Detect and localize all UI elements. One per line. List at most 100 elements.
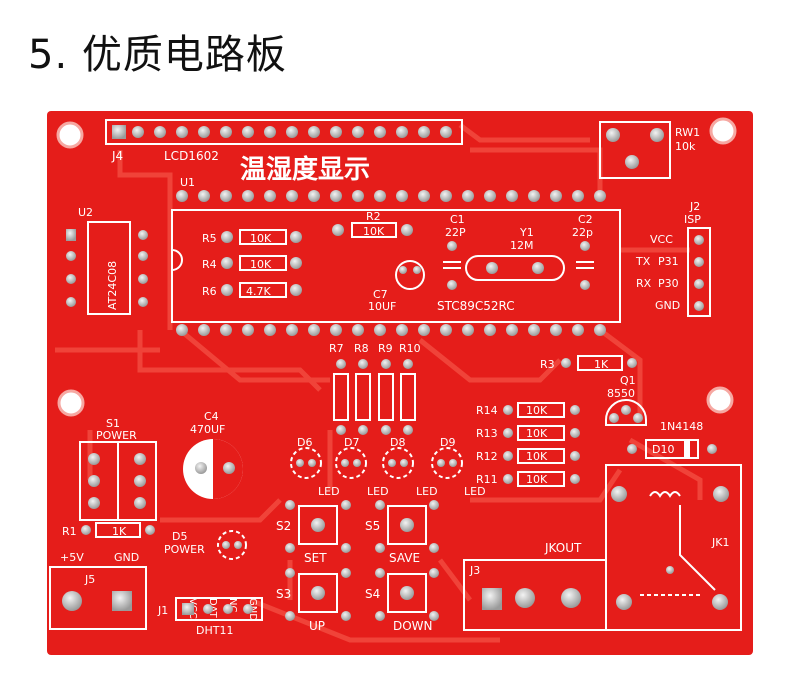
isp-header	[687, 227, 711, 317]
relay-jk1	[605, 464, 742, 631]
label-q1: Q1	[620, 374, 636, 387]
lcd-header	[105, 119, 463, 145]
crystal-and-caps	[443, 241, 594, 290]
value-r2: 10K	[363, 225, 385, 238]
label-power: POWER	[96, 429, 137, 442]
label-j5: J5	[84, 573, 95, 586]
label-power-gnd: GND	[114, 551, 139, 564]
label-r10: R10	[399, 342, 421, 355]
resistor-r3	[561, 355, 637, 371]
label-led-1: LED	[318, 485, 340, 498]
label-r4: R4	[202, 258, 217, 271]
resistor-array-r11-r14	[503, 402, 580, 487]
value-y1: 12M	[510, 239, 534, 252]
label-r6: R6	[202, 285, 217, 298]
label-p31: P31	[658, 255, 679, 268]
label-tx: TX	[635, 255, 651, 268]
label-r1: R1	[62, 525, 77, 538]
label-down: DOWN	[393, 619, 433, 633]
resistor-bodies-left	[239, 222, 397, 298]
resistor-pads-left	[221, 224, 413, 296]
value-r14: 10K	[526, 404, 548, 417]
value-c1: 22P	[445, 226, 466, 239]
copper-traces	[55, 123, 703, 643]
label-j4: J4	[111, 149, 123, 163]
label-5v: +5V	[60, 551, 84, 564]
resistor-r1	[81, 522, 155, 538]
label-y1: Y1	[519, 226, 534, 239]
value-r3: 1K	[594, 358, 609, 371]
label-led-3: LED	[416, 485, 438, 498]
label-led-2: LED	[367, 485, 389, 498]
label-jkout: JKOUT	[544, 541, 582, 555]
label-c1: C1	[450, 213, 465, 226]
label-u1: U1	[180, 176, 195, 189]
label-s4: S4	[365, 587, 380, 601]
label-rw1: RW1	[675, 126, 700, 139]
eeprom-u2	[66, 221, 148, 315]
label-rw1-value: 10k	[675, 140, 696, 153]
label-c7: C7	[373, 288, 388, 301]
label-s3: S3	[276, 587, 291, 601]
label-d6: D6	[297, 436, 312, 449]
label-isp: ISP	[684, 213, 701, 226]
value-c7: 10UF	[368, 300, 396, 313]
capacitor-c7	[395, 260, 425, 290]
transistor-q1	[605, 399, 647, 426]
value-r12: 10K	[526, 450, 548, 463]
label-d8: D8	[390, 436, 405, 449]
value-c2: 22p	[572, 226, 593, 239]
board-title: 温湿度显示	[240, 154, 370, 185]
value-r5: 10K	[250, 232, 272, 245]
label-up: UP	[309, 619, 325, 633]
label-s1: S1	[106, 417, 120, 430]
label-j2: J2	[689, 200, 700, 213]
label-r14: R14	[476, 404, 498, 417]
label-j3: J3	[469, 564, 480, 577]
label-r3: R3	[540, 358, 555, 371]
label-r9: R9	[378, 342, 393, 355]
label-vcc: VCC	[650, 233, 673, 246]
led-d5	[217, 530, 247, 560]
value-r11: 10K	[526, 473, 548, 486]
label-r2: R2	[366, 210, 381, 223]
label-r13: R13	[476, 427, 498, 440]
led-group	[290, 447, 463, 479]
label-c2: C2	[578, 213, 593, 226]
power-terminal-j5	[49, 566, 147, 630]
label-gnd: GND	[655, 299, 680, 312]
label-lcd: LCD1602	[164, 149, 219, 163]
label-r11: R11	[476, 473, 498, 486]
value-r4: 10K	[250, 258, 272, 271]
resistor-array-r7-r10	[333, 359, 416, 435]
label-mcu: STC89C52RC	[437, 299, 515, 313]
label-r8: R8	[354, 342, 369, 355]
mounting-holes	[56, 117, 737, 417]
svg-text:+: +	[196, 482, 208, 498]
value-r13: 10K	[526, 427, 548, 440]
label-r7: R7	[329, 342, 344, 355]
label-d7: D7	[344, 436, 359, 449]
value-d10: D10	[652, 443, 674, 456]
value-q1: 8550	[607, 387, 635, 400]
power-switch	[79, 441, 157, 521]
dht11-header	[175, 597, 263, 621]
label-d5-power: POWER	[164, 543, 205, 556]
label-set: SET	[304, 551, 327, 565]
mcu-socket	[171, 190, 621, 336]
section-heading: 5. 优质电路板	[28, 32, 287, 78]
capacitor-c4: +	[183, 439, 243, 499]
label-led-4: LED	[464, 485, 486, 498]
label-jk1: JK1	[711, 536, 729, 549]
label-diode: 1N4148	[660, 420, 703, 433]
potentiometer-rw1	[599, 121, 671, 179]
label-r12: R12	[476, 450, 498, 463]
label-r5: R5	[202, 232, 217, 245]
label-p30: P30	[658, 277, 679, 290]
label-u2: U2	[78, 206, 93, 219]
label-c4: C4	[204, 410, 219, 423]
value-r6: 4.7K	[246, 285, 271, 298]
dht-pin-nc: NC	[227, 598, 238, 612]
